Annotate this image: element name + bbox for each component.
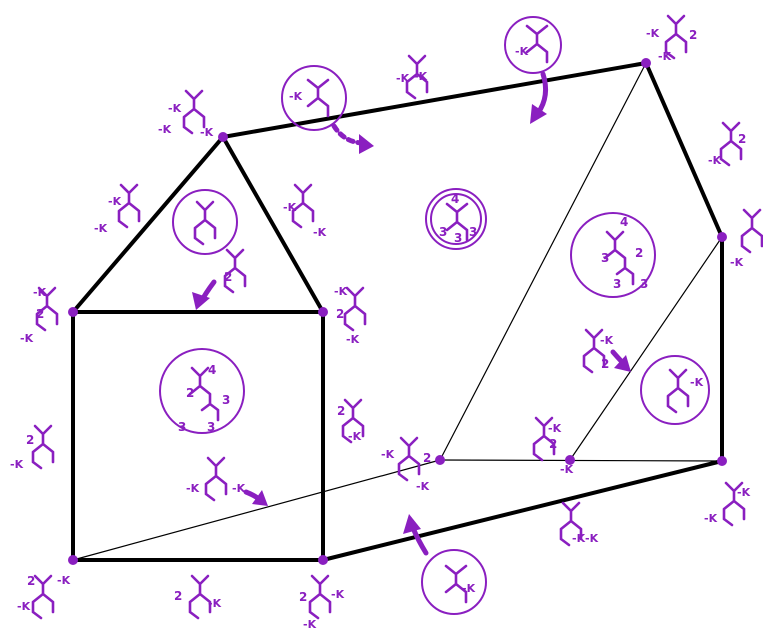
- svg-text:-K: -K: [646, 27, 660, 40]
- svg-text:-K: -K: [20, 332, 34, 345]
- svg-text:-K: -K: [730, 256, 744, 269]
- thick-edges: [73, 63, 722, 560]
- svg-text:2: 2: [635, 246, 643, 260]
- svg-text:-K: -K: [462, 582, 476, 595]
- svg-text:3: 3: [640, 277, 648, 291]
- svg-text:2: 2: [738, 132, 746, 146]
- svg-text:-K: -K: [108, 195, 122, 208]
- svg-text:-K: -K: [690, 376, 704, 389]
- svg-text:2: 2: [27, 574, 35, 588]
- svg-text:-K: -K: [414, 70, 428, 83]
- svg-text:-K: -K: [737, 486, 751, 499]
- svg-text:-K: -K: [303, 618, 317, 631]
- svg-text:-K: -K: [57, 574, 71, 587]
- svg-text:2: 2: [174, 589, 182, 603]
- svg-text:4: 4: [451, 192, 459, 206]
- svg-text:3: 3: [439, 225, 447, 239]
- svg-text:2: 2: [336, 307, 344, 321]
- svg-text:-K: -K: [600, 334, 614, 347]
- svg-text:-K: -K: [348, 430, 362, 443]
- svg-text:-K: -K: [560, 463, 574, 476]
- svg-text:-K: -K: [313, 226, 327, 239]
- svg-text:2: 2: [186, 386, 194, 400]
- svg-text:4: 4: [620, 215, 628, 229]
- svg-text:3: 3: [601, 251, 609, 265]
- svg-text:-K: -K: [334, 285, 348, 298]
- svg-text:-K: -K: [94, 222, 108, 235]
- svg-text:2: 2: [299, 590, 307, 604]
- svg-text:4: 4: [208, 363, 216, 377]
- svg-text:3: 3: [222, 393, 230, 407]
- svg-text:-K: -K: [289, 90, 303, 103]
- svg-text:-K: -K: [283, 201, 297, 214]
- svg-text:2: 2: [549, 437, 557, 451]
- svg-text:-K: -K: [232, 482, 246, 495]
- svg-text:-K: -K: [10, 458, 24, 471]
- svg-text:-K: -K: [708, 154, 722, 167]
- svg-text:-K: -K: [416, 480, 430, 493]
- svg-text:-K: -K: [33, 286, 47, 299]
- svg-text:-K: -K: [208, 597, 222, 610]
- svg-text:-K: -K: [572, 532, 586, 545]
- svg-text:-K: -K: [186, 482, 200, 495]
- svg-text:3: 3: [469, 225, 477, 239]
- svg-text:2: 2: [26, 433, 34, 447]
- svg-text:3: 3: [178, 420, 186, 434]
- svg-text:3: 3: [207, 420, 215, 434]
- svg-text:2: 2: [423, 451, 431, 465]
- svg-text:2: 2: [689, 28, 697, 42]
- svg-text:-K: -K: [585, 532, 599, 545]
- svg-text:-K: -K: [396, 72, 410, 85]
- svg-text:2: 2: [224, 270, 232, 284]
- svg-text:-K: -K: [515, 45, 529, 58]
- svg-text:2: 2: [36, 307, 44, 321]
- circled-molecules: -K -K 4 2 3 3 3 4 3 3 3 4 3 2 3 3 -K: [160, 17, 709, 614]
- svg-text:2: 2: [601, 357, 609, 371]
- svg-text:2: 2: [337, 404, 345, 418]
- svg-text:3: 3: [613, 277, 621, 291]
- svg-text:3: 3: [454, 231, 462, 245]
- svg-text:-K: -K: [17, 600, 31, 613]
- svg-text:-K: -K: [331, 588, 345, 601]
- svg-text:-K: -K: [168, 102, 182, 115]
- svg-text:-K: -K: [200, 126, 214, 139]
- svg-text:-K: -K: [658, 50, 672, 63]
- svg-text:-K: -K: [158, 123, 172, 136]
- svg-text:-K: -K: [548, 422, 562, 435]
- svg-text:-K: -K: [346, 333, 360, 346]
- svg-text:-K: -K: [704, 512, 718, 525]
- svg-text:-K: -K: [381, 448, 395, 461]
